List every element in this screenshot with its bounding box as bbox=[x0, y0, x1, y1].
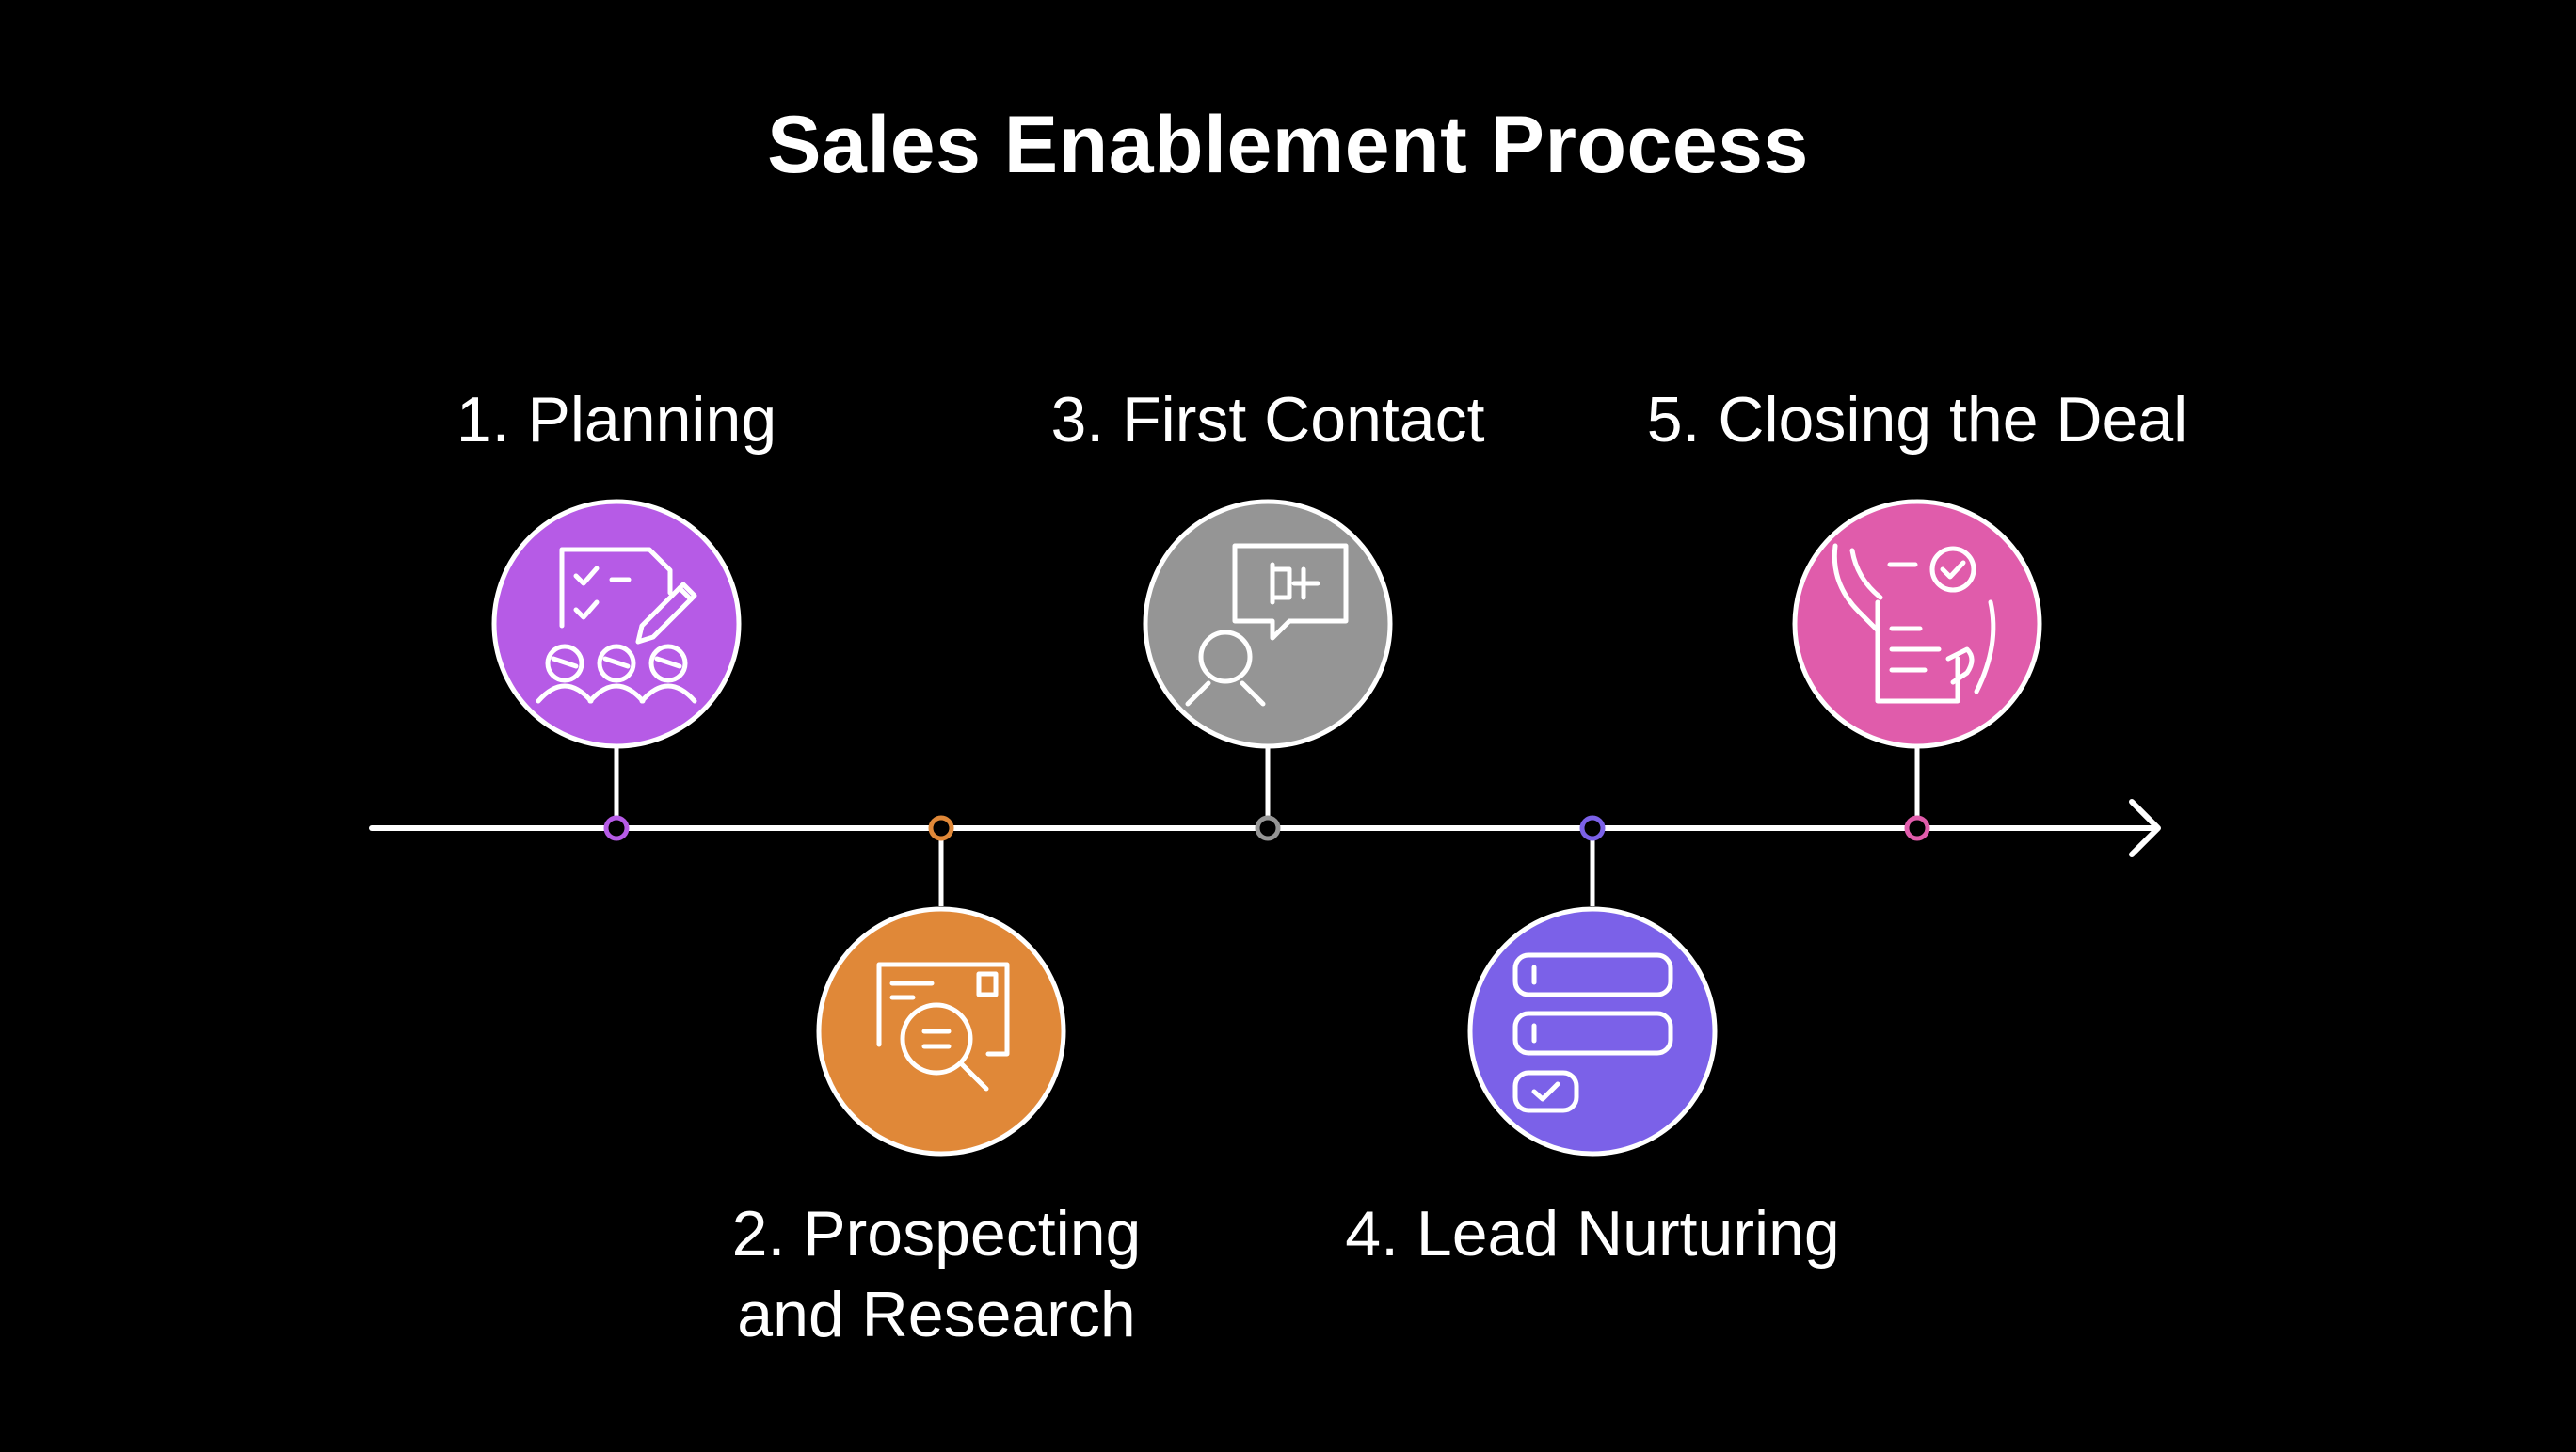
step-5-node bbox=[1792, 499, 2042, 749]
step-4-label: 4. Lead Nurturing bbox=[1345, 1198, 1840, 1269]
step-2-label-line1: 2. Prospecting bbox=[731, 1198, 1142, 1269]
timeline-arrow-icon bbox=[2129, 799, 2161, 857]
step-2-node bbox=[816, 906, 1066, 1157]
contact-chat-person-icon bbox=[1185, 543, 1349, 707]
step-2-label: 2. Prospecting and Research bbox=[732, 1193, 1142, 1355]
step-3-label: 3. First Contact bbox=[1050, 384, 1485, 455]
step-4-marker bbox=[1579, 815, 1606, 841]
diagram-title: Sales Enablement Process bbox=[767, 100, 1809, 190]
step-2-label-line2: and Research bbox=[737, 1279, 1136, 1350]
step-2-marker bbox=[928, 815, 954, 841]
step-5-label: 5. Closing the Deal bbox=[1646, 384, 2188, 455]
nurturing-list-check-icon bbox=[1512, 952, 1673, 1113]
planning-team-icon bbox=[536, 547, 697, 704]
step-1-marker bbox=[603, 815, 630, 841]
step-1-label: 1. Planning bbox=[456, 384, 777, 455]
step-4-node bbox=[1467, 906, 1718, 1157]
research-magnifier-icon bbox=[876, 962, 1010, 1092]
step-1-node bbox=[491, 499, 742, 749]
step-3-node bbox=[1143, 499, 1393, 749]
step-3-marker bbox=[1255, 815, 1281, 841]
step-5-marker bbox=[1904, 815, 1930, 841]
deal-document-check-icon bbox=[1832, 543, 1996, 704]
